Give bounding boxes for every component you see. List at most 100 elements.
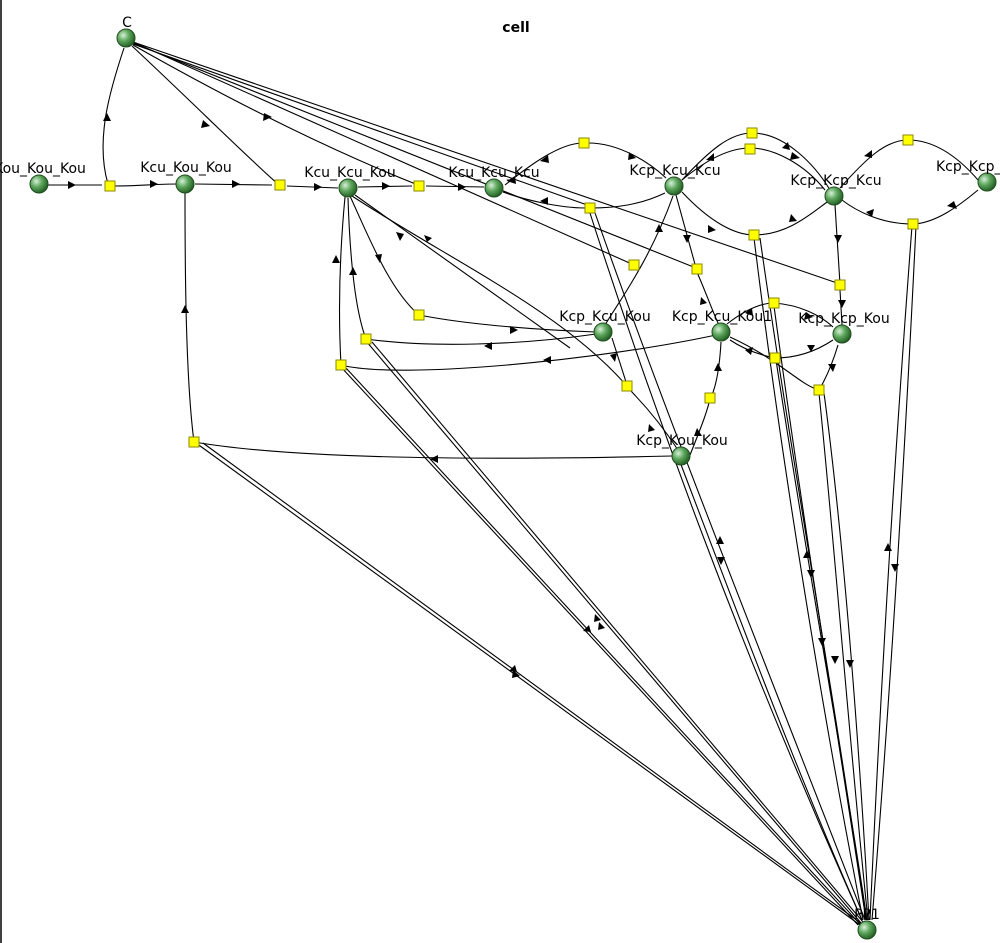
reaction-node[interactable] [813,384,825,396]
species-label-kcu-kou-kou: Kcu_Kou_Kou [140,160,232,176]
species-node-kcp-kou-kou[interactable] [671,446,691,466]
reaction-node[interactable] [628,259,640,271]
edge [588,209,863,921]
edge [681,132,753,181]
species-label-kcp-kcp-kcu: Kcp_Kcp_Kcu [790,173,881,189]
edge [365,340,862,924]
reaction-node[interactable] [691,263,703,275]
species-node-kcp-kcu-kou[interactable] [593,322,613,342]
edge [823,392,870,921]
arrowhead [716,536,724,544]
reaction-node[interactable] [413,180,425,192]
arrowhead [484,342,492,350]
species-node-kcp-kcp-kcu[interactable] [824,186,844,206]
reaction-node[interactable] [188,436,200,448]
species-label-kcp-kcu-kcu: Kcp_Kcu_Kcu [629,163,720,179]
arrowhead [745,347,753,355]
edge [753,199,831,236]
arrowhead [594,614,601,622]
arrowhead [509,665,517,672]
species-label-kcp-kcp-kcp: Kcp_Kcp_Kcp [936,159,1000,175]
arrowhead [263,113,272,121]
reaction-node[interactable] [274,179,286,191]
edge [911,189,979,225]
arrowhead [834,235,842,243]
edge [589,192,666,209]
reaction-node[interactable] [768,297,780,309]
edge [587,142,667,179]
arrowhead [807,345,815,352]
arrowhead [694,428,702,436]
reaction-node[interactable] [704,392,716,404]
species-node-kcp-kcp-kou[interactable] [832,324,852,344]
species-node-pp1[interactable] [857,920,877,940]
species-node-kcp-kcu-kou1[interactable] [711,322,731,342]
edge [773,302,834,328]
reaction-node[interactable] [902,134,914,146]
species-label-kou-kou-kou: Kou_Kou_Kou [0,161,86,177]
species-label-kcp-kou-kou: Kcp_Kou_Kou [636,433,728,449]
reaction-node[interactable] [584,202,596,214]
edge [132,43,591,207]
arrowhead [947,201,957,209]
edge [371,341,864,923]
species-node-kcu-kou-kou[interactable] [175,174,195,194]
edge [751,132,831,191]
species-node-kou-kou-kou[interactable] [29,174,49,194]
arrowhead [717,557,725,565]
arrowhead [884,543,892,551]
edge [611,337,628,386]
arrowhead [540,197,548,205]
species-label-c: C [122,15,132,31]
edge [193,441,673,459]
reaction-node[interactable] [104,180,116,192]
edge [131,45,279,185]
species-label-pp1: PP1 [854,907,880,923]
reaction-node[interactable] [335,359,347,371]
edge [841,199,913,225]
species-node-kcp-kcp-kcp[interactable] [977,172,997,192]
species-node-kcp-kcu-kcu[interactable] [664,176,684,196]
reaction-node[interactable] [621,380,633,392]
arrowhead [807,570,815,578]
edge [184,192,195,443]
edge [340,334,717,371]
reaction-node[interactable] [769,352,781,364]
reaction-node[interactable] [360,333,372,345]
edge [818,392,869,921]
species-node-kcu-kcu-kou[interactable] [338,178,358,198]
arrowhead [396,232,404,241]
edge [195,442,861,926]
arrowhead [458,183,466,191]
arrowhead [846,660,854,668]
reaction-node[interactable] [746,127,758,139]
arrowhead [648,424,655,432]
edge [871,225,917,921]
species-label-kcp-kcu-kou: Kcp_Kcu_Kou [559,309,650,325]
edge [775,359,868,921]
species-node-c[interactable] [116,28,136,48]
edge [286,185,339,189]
reaction-node[interactable] [744,143,756,155]
edge [593,209,866,921]
reaction-node[interactable] [834,279,846,291]
species-node-kcu-kcu-kcu[interactable] [484,178,504,198]
reaction-node[interactable] [578,137,590,149]
species-label-kcp-kcp-kou: Kcp_Kcp_Kou [798,311,889,327]
edge [347,197,367,340]
reaction-node[interactable] [413,309,425,321]
edge [114,183,179,187]
reaction-node[interactable] [748,229,760,241]
arrowhead [382,182,390,190]
edge [729,336,820,391]
arrowhead [232,180,240,188]
arrowhead [790,152,800,160]
edge [132,42,697,269]
edge [675,194,697,269]
edge [773,305,867,921]
arrowhead [507,176,516,184]
arrowhead [683,235,691,243]
reaction-node[interactable] [907,218,919,230]
edge [679,461,863,921]
